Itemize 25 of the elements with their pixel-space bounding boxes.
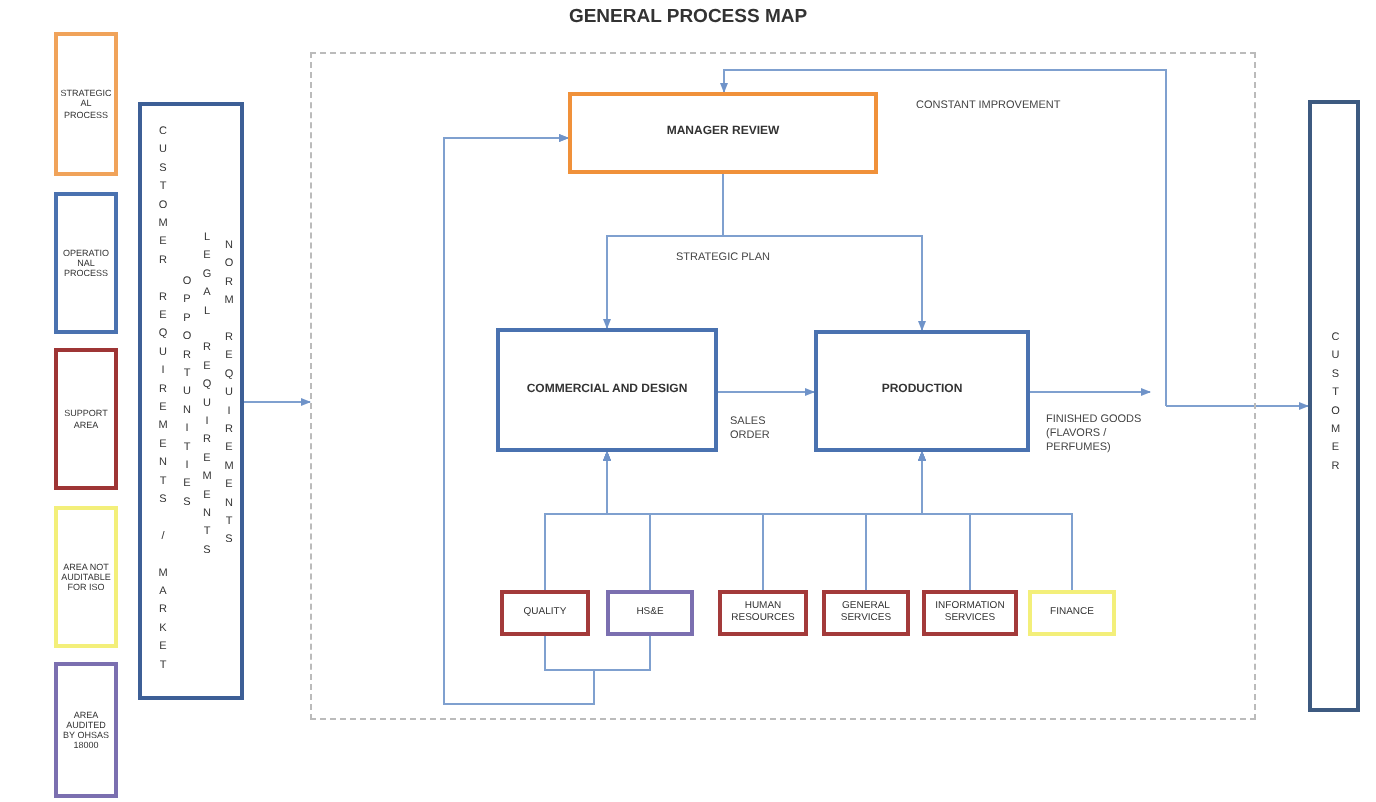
process-box — [1028, 590, 1116, 636]
connector-arrow — [1029, 388, 1151, 396]
vertical-text-box — [1308, 100, 1360, 712]
process-box — [922, 590, 1018, 636]
process-box — [606, 590, 694, 636]
legend-box — [54, 192, 118, 334]
legend-box — [54, 662, 118, 798]
connector-arrow — [1165, 402, 1309, 410]
process-box — [822, 590, 910, 636]
process-box — [814, 330, 1030, 452]
vertical-text-box — [138, 102, 244, 700]
connector-arrow — [918, 451, 1073, 591]
process-box — [718, 590, 808, 636]
connector-arrow — [720, 69, 1167, 407]
process-box — [500, 590, 590, 636]
connector-arrow — [243, 398, 311, 406]
legend-box — [54, 506, 118, 648]
legend-box — [54, 32, 118, 176]
connector-arrow — [443, 134, 651, 705]
connector-arrow — [717, 388, 815, 396]
process-box — [568, 92, 878, 174]
legend-box — [54, 348, 118, 490]
connector-arrow — [722, 173, 926, 331]
process-box — [496, 328, 718, 452]
diagram-title: GENERAL PROCESS MAP — [566, 6, 810, 28]
